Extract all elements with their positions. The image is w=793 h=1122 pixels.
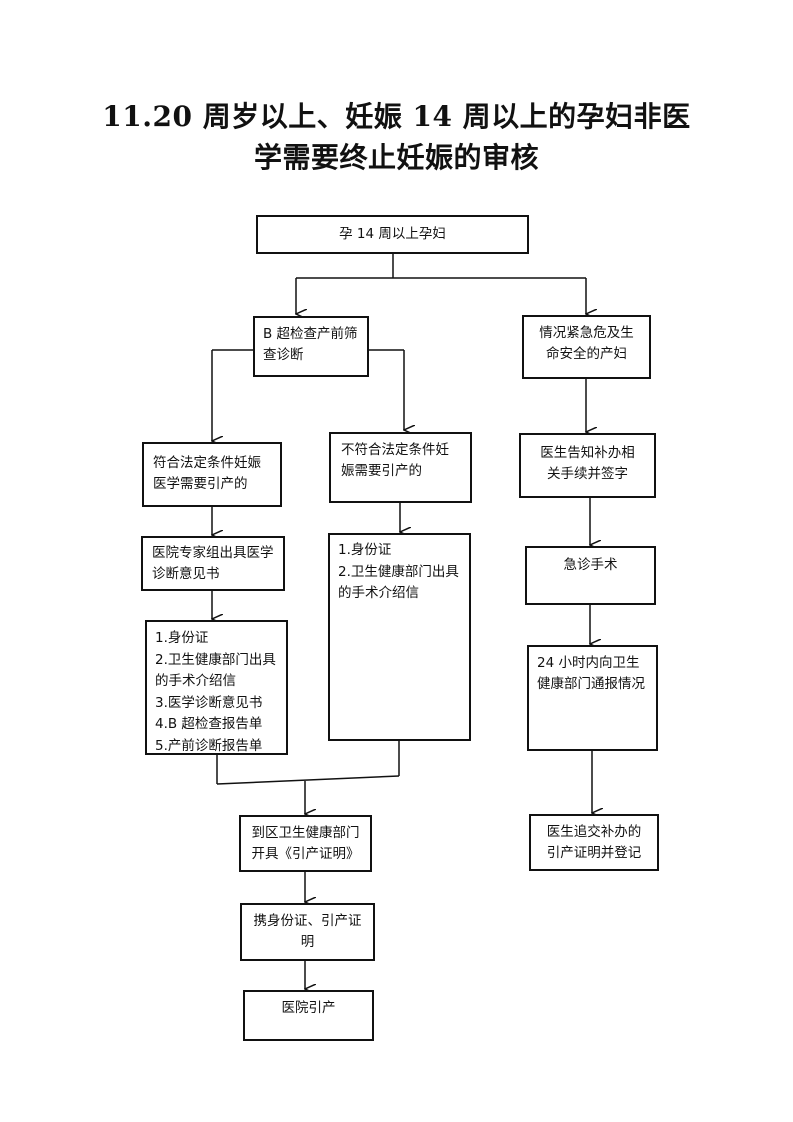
- node-district: 到区卫生健康部门开具《引产证明》: [239, 815, 372, 872]
- page-title-line2: 学需要终止妊娠的审核: [253, 141, 539, 174]
- docs-legal-item: 1.身份证: [155, 630, 209, 646]
- node-notlegal: 不符合法定条件妊娠需要引产的: [329, 432, 472, 503]
- node-report24: 24 小时内向卫生健康部门通报情况: [527, 645, 658, 751]
- node-notlegal-label: 不符合法定条件妊娠需要引产的: [341, 442, 449, 479]
- node-district-label: 到区卫生健康部门开具《引产证明》: [251, 825, 360, 862]
- node-emergency-surgery: 急诊手术: [525, 546, 656, 605]
- node-expert-opinion: 医院专家组出具医学诊断意见书: [141, 536, 285, 591]
- docs-legal-item: 2.卫生健康部门出具的手术介绍信: [155, 651, 276, 690]
- node-report24-label: 24 小时内向卫生健康部门通报情况: [537, 655, 645, 692]
- node-start: 孕 14 周以上孕妇: [256, 215, 529, 254]
- node-carry: 携身份证、引产证明: [240, 903, 375, 961]
- node-bscan: B 超检查产前筛查诊断: [253, 316, 369, 377]
- node-start-label: 孕 14 周以上孕妇: [339, 226, 446, 242]
- node-doctor-inform: 医生告知补办相关手续并签字: [519, 433, 656, 498]
- docs-legal-item: 5.产前诊断报告单: [155, 737, 263, 754]
- node-later-certificate: 医生追交补办的引产证明并登记: [529, 814, 659, 871]
- docs-legal-item: 3.医学诊断意见书: [155, 694, 263, 711]
- node-hospital-label: 医院引产: [281, 1000, 336, 1016]
- docs-legal-box: 1.身份证 2.卫生健康部门出具的手术介绍信 3.医学诊断意见书 4.B 超检查…: [145, 620, 288, 755]
- node-later-certificate-label: 医生追交补办的引产证明并登记: [546, 824, 642, 861]
- docs-notlegal-box: 1.身份证 2.卫生健康部门出具的手术介绍信: [328, 533, 471, 741]
- docs-legal-item: 4.B 超检查报告单: [155, 716, 263, 732]
- node-emergency: 情况紧急危及生命安全的产妇: [522, 315, 651, 379]
- node-hospital: 医院引产: [243, 990, 374, 1041]
- node-carry-label: 携身份证、引产证明: [253, 913, 362, 950]
- node-bscan-label: B 超检查产前筛查诊断: [263, 326, 358, 363]
- node-emergency-label: 情况紧急危及生命安全的产妇: [539, 325, 634, 362]
- node-emergency-surgery-label: 急诊手术: [563, 557, 618, 573]
- docs-notlegal-item: 1.身份证: [338, 542, 392, 558]
- node-doctor-inform-label: 医生告知补办相关手续并签字: [540, 445, 635, 482]
- node-expert-opinion-label: 医院专家组出具医学诊断意见书: [152, 545, 274, 582]
- connector-merge-h: [216, 775, 400, 785]
- node-legal-label: 符合法定条件妊娠医学需要引产的: [153, 455, 261, 492]
- docs-notlegal-item: 2.卫生健康部门出具的手术介绍信: [338, 563, 459, 602]
- page-title-line1: 11.20 周岁以上、妊娠 14 周以上的孕妇非医: [102, 100, 691, 133]
- node-legal: 符合法定条件妊娠医学需要引产的: [142, 442, 282, 507]
